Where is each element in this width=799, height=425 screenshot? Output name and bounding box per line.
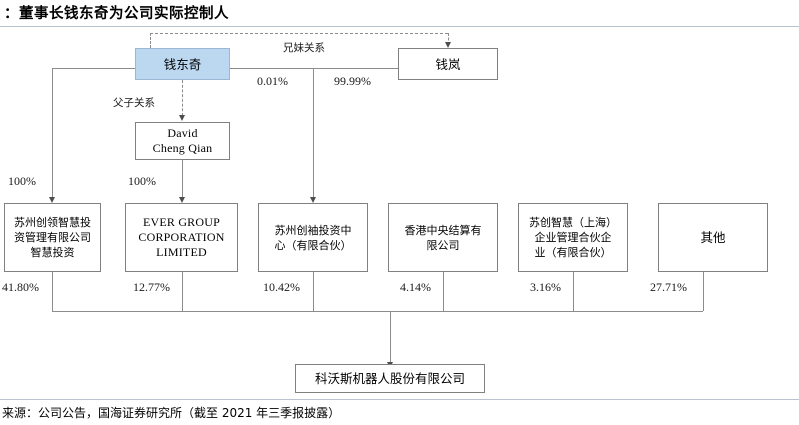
edge-chuangxiu-bus	[313, 272, 314, 311]
node-others[interactable]: 其他	[658, 203, 768, 272]
label-sibling-relation: 兄妹关系	[283, 42, 325, 54]
label-pct-qdq-chuangling: 100%	[8, 174, 36, 188]
edge-hkclearing-bus	[443, 272, 444, 311]
node-ever-group[interactable]: EVER GROUP CORPORATION LIMITED	[125, 203, 238, 272]
edge-sibling-span	[150, 33, 448, 34]
edge-fatherson-arrow	[178, 115, 185, 121]
node-ecovacs[interactable]: 科沃斯机器人股份有限公司	[295, 364, 485, 393]
page-title: ：董事长钱东奇为公司实际控制人	[4, 6, 229, 22]
node-suzhou-chuangxiu[interactable]: 苏州创袖投资中 心（有限合伙）	[258, 203, 368, 272]
edge-qdq-chuangling-arrow	[48, 197, 55, 203]
footer-divider	[0, 399, 799, 400]
label-holding-pct-chuangxiu: 10.42%	[263, 280, 300, 294]
edge-others-bus	[703, 272, 704, 311]
node-suchuang-shanghai[interactable]: 苏创智慧（上海） 企业管理合伙企 业（有限合伙）	[518, 203, 628, 272]
label-pct-qdq-chuangxiu: 0.01%	[257, 74, 288, 88]
edge-sibling-riser	[150, 33, 151, 48]
node-qian-dongqi[interactable]: 钱东奇	[135, 48, 230, 80]
edge-evergroup-bus	[182, 272, 183, 311]
edge-chuangxiu-drop	[313, 68, 314, 198]
edge-qdq-chuangling-v	[52, 68, 53, 198]
edge-sibling-arrow	[444, 42, 451, 48]
source-note: 来源：公司公告，国海证券研究所（截至 2021 年三季报披露）	[2, 406, 341, 420]
label-holding-pct-evergroup: 12.77%	[133, 280, 170, 294]
edge-collector-bus	[52, 311, 703, 312]
edge-fatherson-drop	[182, 80, 183, 116]
edge-david-evergroup	[182, 160, 183, 198]
edge-qdq-chuangling-h	[52, 68, 135, 69]
node-suzhou-chuangling[interactable]: 苏州创领智慧投 资管理有限公司 智慧投资	[4, 203, 101, 272]
header-divider	[0, 26, 799, 27]
edge-chuangling-bus	[52, 272, 53, 311]
node-hk-clearing[interactable]: 香港中央结算有 限公司	[388, 203, 498, 272]
label-father-son-relation: 父子关系	[113, 97, 155, 109]
label-pct-qianlan-chuangxiu: 99.99%	[334, 74, 371, 88]
label-holding-pct-hkclearing: 4.14%	[400, 280, 431, 294]
edge-suchuang-bus	[573, 272, 574, 311]
node-qian-lan[interactable]: 钱岚	[398, 48, 498, 80]
edge-chuangxiu-arrow	[309, 197, 316, 203]
label-holding-pct-chuangling: 41.80%	[2, 280, 39, 294]
edge-qdq-qianlan	[230, 68, 398, 69]
label-holding-pct-others: 27.71%	[650, 280, 687, 294]
edge-sibling-drop	[448, 33, 449, 45]
label-holding-pct-suchuang: 3.16%	[530, 280, 561, 294]
edge-david-evergroup-arrow	[178, 197, 185, 203]
label-pct-david-evergroup: 100%	[128, 174, 156, 188]
node-david-cheng-qian[interactable]: David Cheng Qian	[135, 122, 230, 160]
edge-bus-ecovacs	[390, 311, 391, 364]
